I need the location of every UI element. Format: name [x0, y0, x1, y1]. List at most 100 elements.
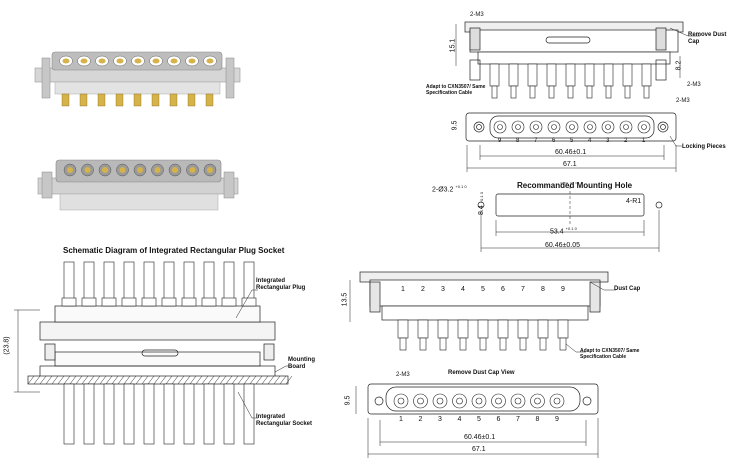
hatch-line — [93, 375, 101, 385]
dim-8-4: 8.4 +0.1 0 — [478, 192, 485, 215]
photo-pin — [79, 93, 88, 107]
hatch-line — [39, 375, 47, 385]
front-pin-ring — [452, 393, 467, 409]
connector-photo-bottom — [30, 150, 245, 220]
hatch-line — [147, 375, 155, 385]
hatch-line — [141, 375, 149, 385]
side-pin-tip — [419, 337, 427, 351]
pin-number: 7 — [516, 416, 520, 423]
hatch-line — [33, 375, 41, 385]
schematic-pin-collar — [121, 297, 137, 307]
hatch-line — [219, 375, 227, 385]
schematic-pin-lower — [203, 383, 215, 445]
front-pin-ring — [511, 120, 525, 134]
front-pin-core — [495, 397, 502, 405]
hatch-line — [111, 375, 119, 385]
side-pin-tip — [491, 85, 498, 99]
locking-pieces-callout: Locking Pieces — [682, 144, 726, 150]
dim-60-46-top: 60.46±0.1 — [555, 149, 587, 156]
pin-number: 6 — [496, 416, 501, 423]
schematic-pin-collar — [201, 297, 217, 307]
hatch-line — [207, 375, 215, 385]
pin-number: 9 — [498, 138, 502, 144]
dim-9-5-top: 9.5 — [451, 120, 459, 131]
photo-pin — [205, 93, 214, 107]
hatch-line — [165, 375, 173, 385]
pin-number: 9 — [555, 416, 559, 423]
front-pin-core — [417, 397, 424, 405]
side-pin-tip — [439, 337, 447, 351]
pin-number: 7 — [534, 138, 538, 144]
side-pin-tip — [539, 337, 547, 351]
adapt-callout-top: Adapt to CXN3507/ Same Specification Cab… — [426, 84, 486, 96]
dim-15-1: 15.1 — [449, 38, 457, 53]
hatch-line — [195, 375, 203, 385]
side-pin-tip — [605, 85, 612, 99]
contact-gold — [67, 167, 73, 173]
hatch-line — [183, 375, 191, 385]
contact-gold — [189, 167, 196, 173]
front-pin-ring — [637, 120, 651, 134]
side-pin-tip — [624, 85, 631, 99]
r1-dim: 4-R1 — [626, 198, 642, 205]
pin-number: 9 — [561, 286, 565, 293]
contact-gold — [170, 58, 178, 64]
pin-number: 2 — [624, 138, 628, 144]
pin-number: 2 — [418, 416, 423, 423]
schematic-pin-lower — [63, 383, 75, 445]
front-pin-ring — [547, 120, 561, 134]
front-pin-core — [436, 397, 444, 405]
side-pin-tip — [567, 85, 574, 99]
front-pin-ring — [565, 120, 579, 134]
side-pin — [584, 63, 595, 87]
contact-gold — [137, 167, 143, 173]
front-pin-ring — [471, 393, 487, 409]
dim-60-46-bottom: 60.46±0.1 — [464, 434, 496, 441]
front-pin-core — [551, 124, 557, 130]
schematic-pin-lower — [83, 383, 95, 445]
hatch-line — [189, 375, 197, 385]
photo-pin — [151, 93, 160, 107]
hatch-line — [267, 375, 275, 385]
hatch-line — [81, 375, 89, 385]
front-pin-core — [587, 124, 593, 130]
schematic-pin-lower — [143, 383, 155, 445]
side-pin — [397, 319, 409, 339]
connector-photo-top — [30, 38, 245, 118]
schematic-title: Schematic Diagram of Integrated Rectangu… — [63, 246, 285, 255]
contact-gold — [206, 58, 214, 64]
side-pin — [546, 63, 557, 87]
front-pin-ring — [583, 120, 597, 134]
photo-pin — [61, 93, 70, 107]
front-pin-ring — [510, 393, 526, 409]
side-pin — [508, 63, 519, 87]
pin-number: 4 — [457, 416, 462, 423]
pin-number: 5 — [477, 416, 481, 423]
pin-number: 6 — [552, 138, 556, 144]
front-pin-ring — [491, 393, 506, 409]
side-pin — [517, 319, 529, 339]
adapt-callout-bottom: Adapt to CXN3507/ Same Specification Cab… — [580, 348, 640, 360]
front-pin-core — [514, 397, 522, 405]
hatch-line — [123, 375, 131, 385]
contact-gold — [172, 167, 178, 173]
front-pin-core — [534, 397, 541, 405]
hatch-line — [99, 375, 107, 385]
hatch-line — [273, 375, 281, 385]
hatch-line — [171, 375, 179, 385]
pin-number: 5 — [570, 138, 574, 144]
side-pin — [537, 319, 549, 339]
hatch-line — [135, 375, 143, 385]
schematic-pin-lower — [243, 383, 255, 445]
side-pin — [603, 63, 614, 87]
side-pin-tip — [548, 85, 555, 99]
dim-8-4-tol: +0.1 0 — [478, 192, 484, 204]
front-pin-ring — [619, 120, 633, 134]
photo-pin — [115, 93, 124, 107]
hatch-line — [231, 375, 239, 385]
front-pin-ring — [493, 120, 507, 134]
pin-number: 6 — [501, 286, 505, 293]
side-pin-tip — [399, 337, 407, 351]
schematic-pin-collar — [241, 297, 257, 307]
